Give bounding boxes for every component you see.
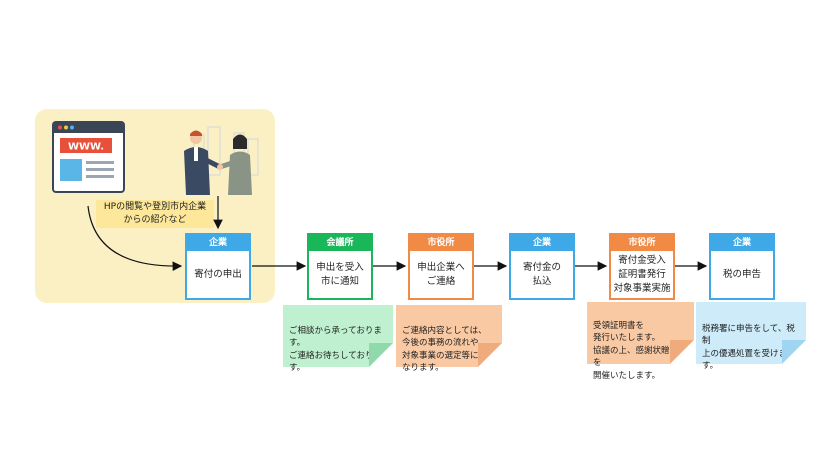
step-2-box: 会議所 申出を受入 市に通知 <box>307 233 373 300</box>
note-step-6-text: 税務署に申告をして、税制 上の優遇処置を受けます。 <box>702 323 795 372</box>
step-1-box: 企業 寄付の申出 <box>185 233 251 300</box>
note-step-3-text: ご連絡内容としては、 今後の事務の流れや 対象事業の選定等に なります。 <box>402 325 487 374</box>
step-6-box: 企業 税の申告 <box>709 233 775 300</box>
note-fold <box>478 343 502 367</box>
note-step-2: ご相談から承っております。 ご連絡お待ちしております。 <box>283 305 393 373</box>
step-5-box: 市役所 寄付金受入 証明書発行 対象事業実施 <box>609 233 675 300</box>
step-5-header: 市役所 <box>611 235 673 251</box>
note-step-3: ご連絡内容としては、 今後の事務の流れや 対象事業の選定等に なります。 <box>396 305 502 373</box>
note-step-2-text: ご相談から承っております。 ご連絡お待ちしております。 <box>289 325 382 374</box>
step-4-body: 寄付金の 払込 <box>522 261 561 287</box>
browser-www-text: WWW. <box>68 142 104 153</box>
step-3-body: 申出企業へ ご連絡 <box>417 261 465 287</box>
note-step-5-text: 受領証明書を 発行いたします。 協議の上、感謝状贈呈式を 開催いたします。 <box>593 320 687 381</box>
step-1-header: 企業 <box>187 235 249 251</box>
note-fold <box>670 340 694 364</box>
browser-window-icon: WWW. <box>52 121 125 193</box>
note-fold <box>369 343 393 367</box>
intro-label-line2: からの紹介など <box>123 215 187 225</box>
step-2-body: 申出を受入 市に通知 <box>316 261 364 287</box>
step-5-body: 寄付金受入 証明書発行 対象事業実施 <box>613 254 671 294</box>
note-step-5: 受領証明書を 発行いたします。 協議の上、感謝状贈呈式を 開催いたします。 <box>587 302 694 381</box>
step-3-box: 市役所 申出企業へ ご連絡 <box>408 233 474 300</box>
step-2-header: 会議所 <box>309 235 371 251</box>
step-4-box: 企業 寄付金の 払込 <box>509 233 575 300</box>
step-6-body: 税の申告 <box>722 268 761 280</box>
handshake-people-icon <box>184 126 259 195</box>
arrow-browser-to-step1 <box>87 205 183 271</box>
step-4-header: 企業 <box>511 235 573 251</box>
step-6-header: 企業 <box>711 235 773 251</box>
intro-label-line1: HPの閲覧や登別市内企業 <box>103 202 207 212</box>
intro-label: HPの閲覧や登別市内企業 からの紹介など <box>96 200 214 228</box>
step-1-body: 寄付の申出 <box>194 268 242 280</box>
step-3-header: 市役所 <box>410 235 472 251</box>
note-fold <box>782 340 806 364</box>
note-step-6: 税務署に申告をして、税制 上の優遇処置を受けます。 <box>696 302 806 371</box>
